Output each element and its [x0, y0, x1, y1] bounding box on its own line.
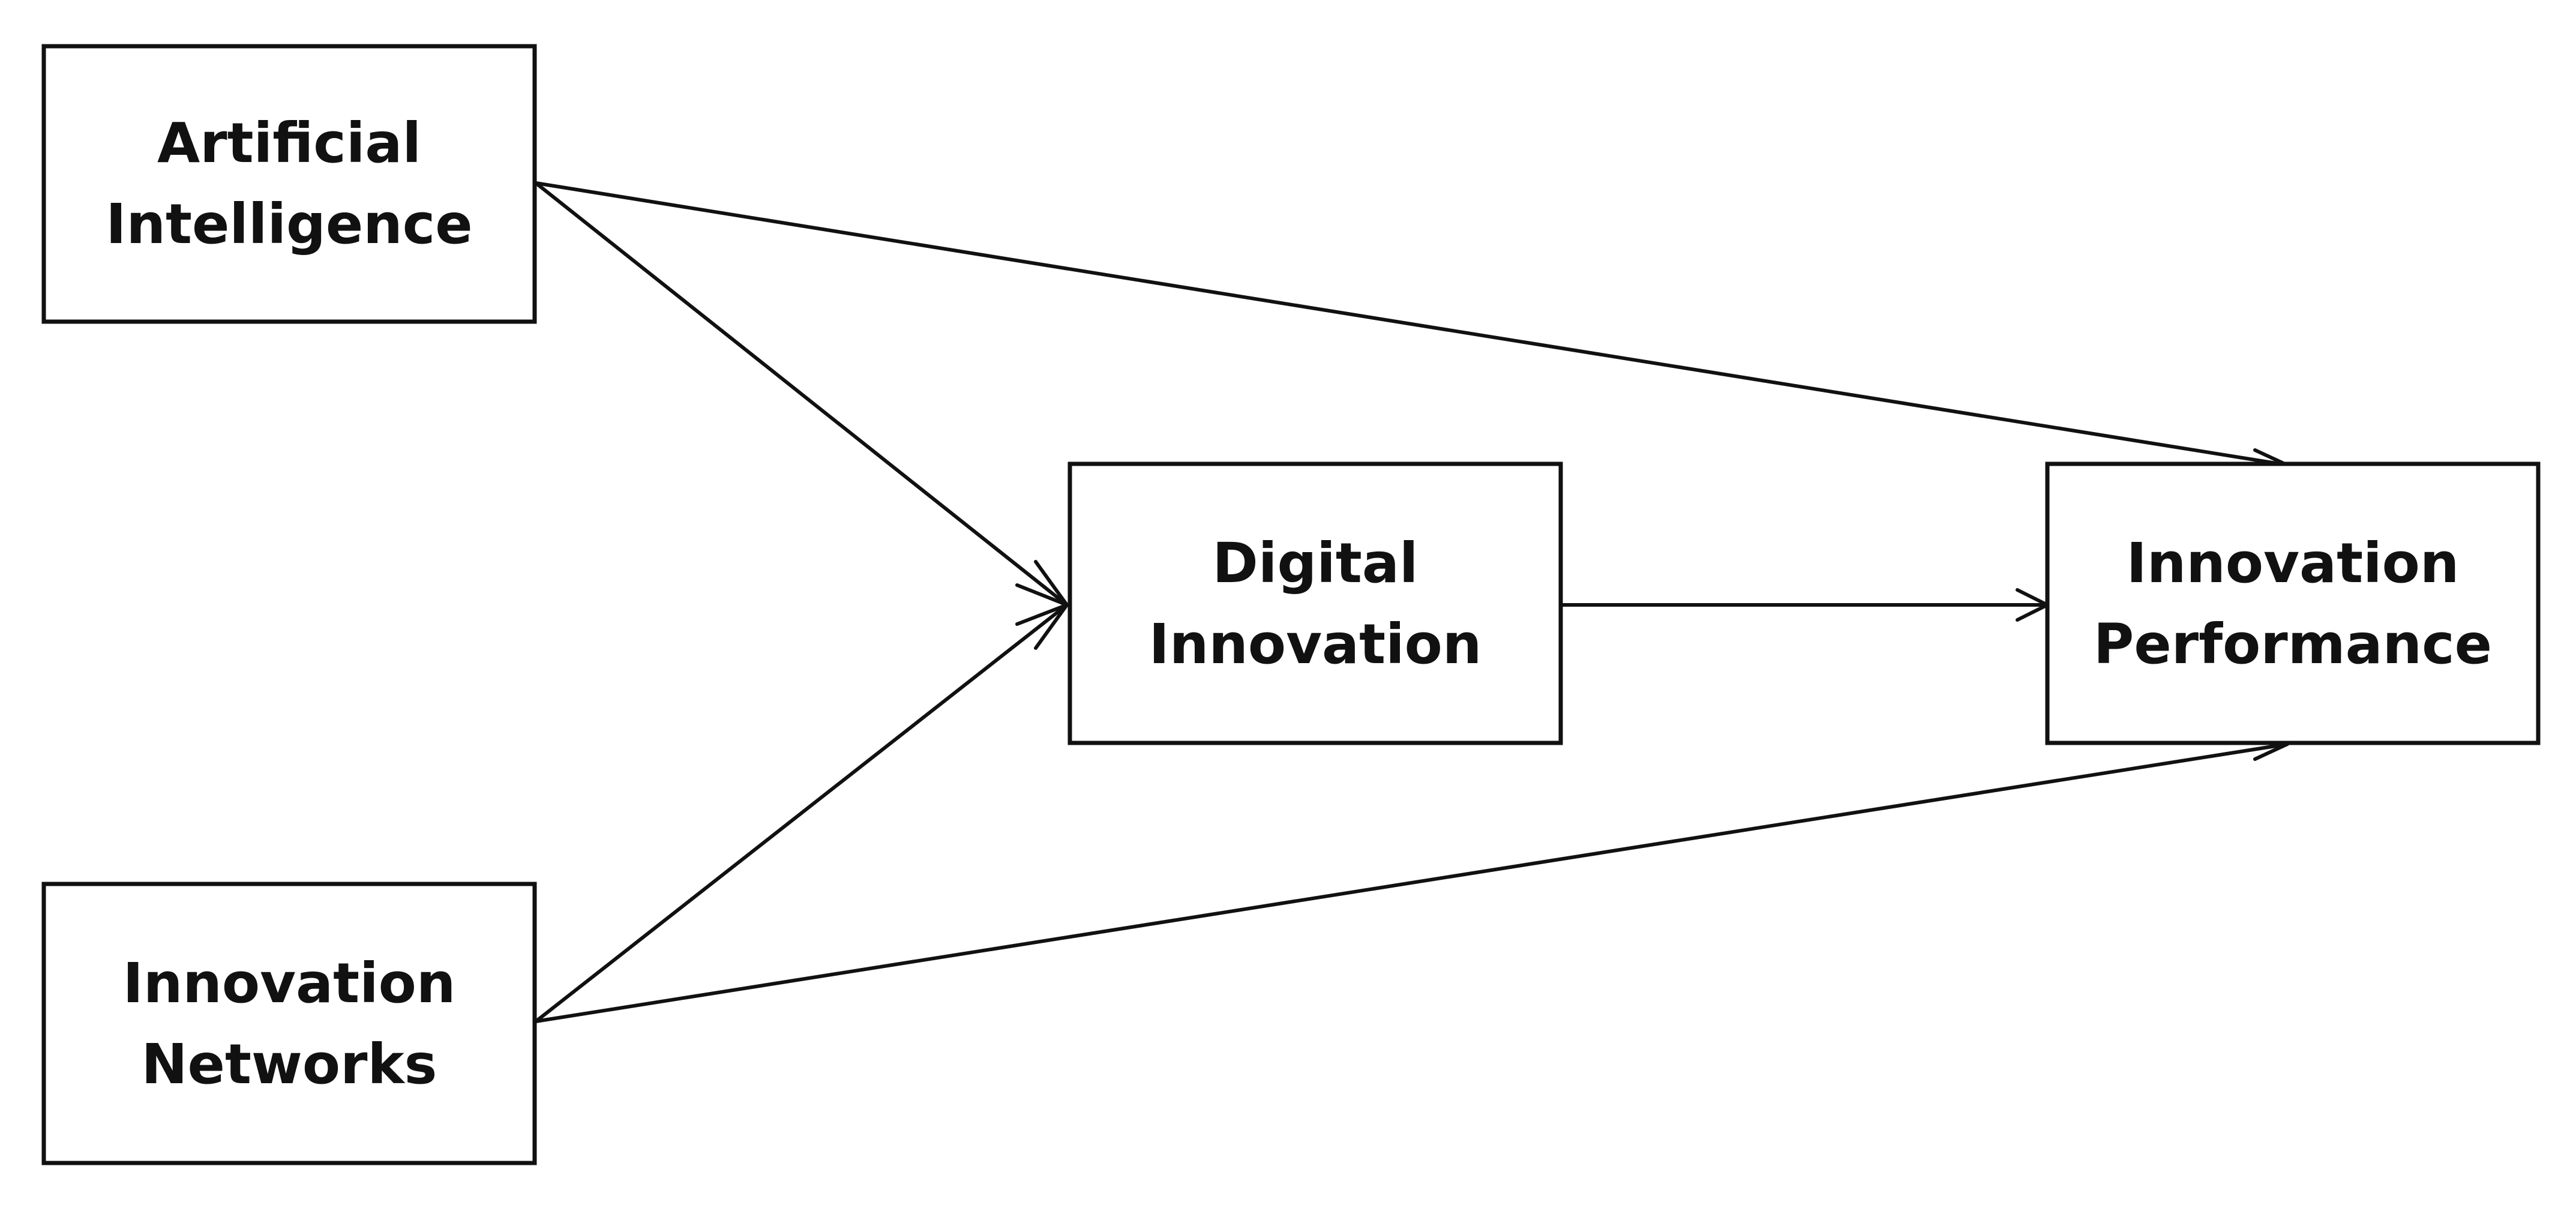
- edge-digital-to-performance: [1560, 588, 2049, 622]
- node-networks-line1: Innovation: [123, 951, 456, 1015]
- node-digital-line1: Digital: [1213, 531, 1419, 595]
- node-performance-line2: Performance: [2094, 612, 2492, 676]
- edge-networks-to-performance: [535, 731, 2289, 1023]
- node-ai-line2: Intelligence: [106, 192, 472, 256]
- edge-ai-to-digital: [535, 181, 1069, 607]
- node-artificial-intelligence: Artificial Intelligence: [41, 44, 537, 324]
- node-innovation-performance: Innovation Performance: [2045, 461, 2541, 745]
- edge-ai-to-performance: [535, 181, 2289, 478]
- node-networks-line2: Networks: [142, 1032, 437, 1096]
- node-digital-line2: Innovation: [1149, 612, 1482, 676]
- edge-networks-to-digital: [535, 603, 1069, 1023]
- node-digital-innovation: Digital Innovation: [1067, 461, 1563, 745]
- edges: [535, 181, 2289, 1023]
- node-performance-line1: Innovation: [2127, 531, 2460, 595]
- node-innovation-networks: Innovation Networks: [41, 882, 537, 1165]
- node-ai-line1: Artificial: [157, 111, 421, 175]
